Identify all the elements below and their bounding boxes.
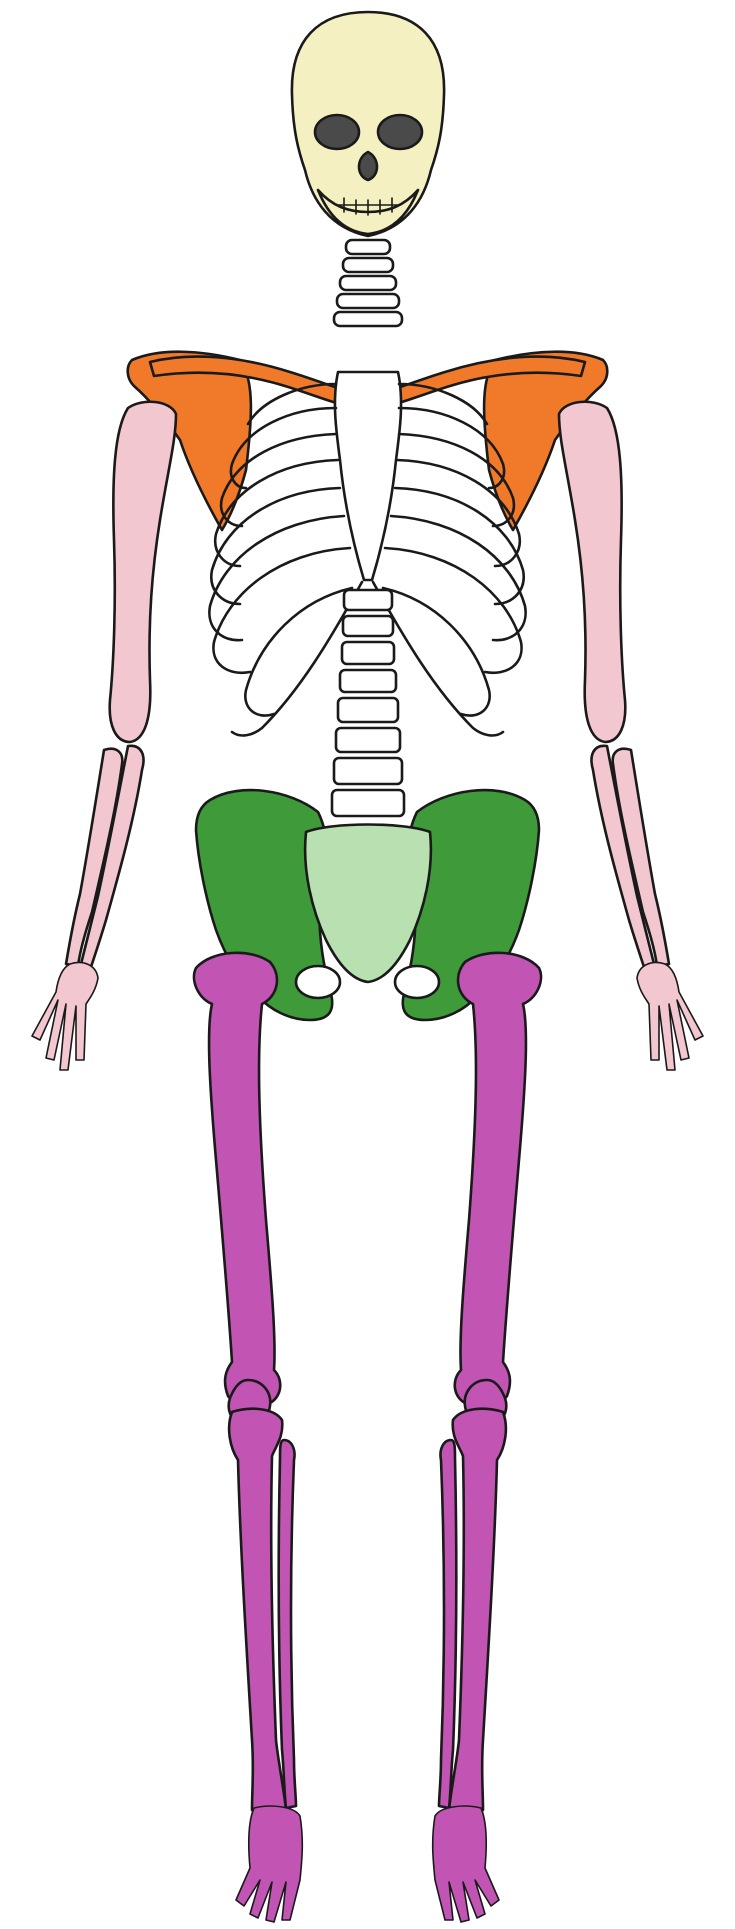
right-rib-8 [383, 588, 490, 716]
left-humerus [110, 402, 176, 742]
vertebra-c3 [340, 276, 396, 290]
left-rib-8 [245, 588, 352, 716]
left-obturator-foramen [296, 966, 340, 998]
vertebra-c2 [343, 258, 393, 272]
vertebra-c4 [337, 294, 399, 308]
right-leg [433, 953, 541, 1922]
right-fibula [439, 1440, 456, 1808]
left-arm [32, 402, 176, 1070]
left-rib-7 [213, 548, 350, 673]
right-arm [559, 402, 703, 1070]
right-tibia [449, 1409, 506, 1818]
right-foot [433, 1806, 499, 1922]
left-femur [194, 953, 280, 1407]
right-femur [455, 953, 541, 1407]
vertebra-c1 [346, 240, 390, 254]
left-foot [236, 1806, 302, 1922]
vertebra-t12 [342, 642, 394, 664]
right-rib-7 [385, 548, 522, 673]
right-obturator-foramen [395, 966, 439, 998]
left-hand [32, 963, 98, 1070]
vertebra-l2 [338, 698, 398, 722]
vertebra-l4 [334, 758, 402, 784]
lower-spine [332, 590, 404, 816]
cervical-spine [334, 240, 402, 326]
right-hand [637, 963, 703, 1070]
left-leg [194, 953, 302, 1922]
right-eye-socket [378, 115, 422, 149]
vertebra-l3 [336, 728, 400, 752]
left-fibula [279, 1440, 296, 1808]
left-eye-socket [315, 115, 359, 149]
skull [292, 12, 444, 236]
left-tibia [229, 1409, 286, 1818]
vertebra-t11 [343, 616, 393, 636]
vertebra-l1 [340, 670, 396, 692]
right-humerus [559, 402, 625, 742]
nasal-cavity [359, 152, 377, 180]
vertebra-t10 [344, 590, 392, 610]
vertebra-l5 [332, 790, 404, 816]
vertebra-c5 [334, 312, 402, 326]
